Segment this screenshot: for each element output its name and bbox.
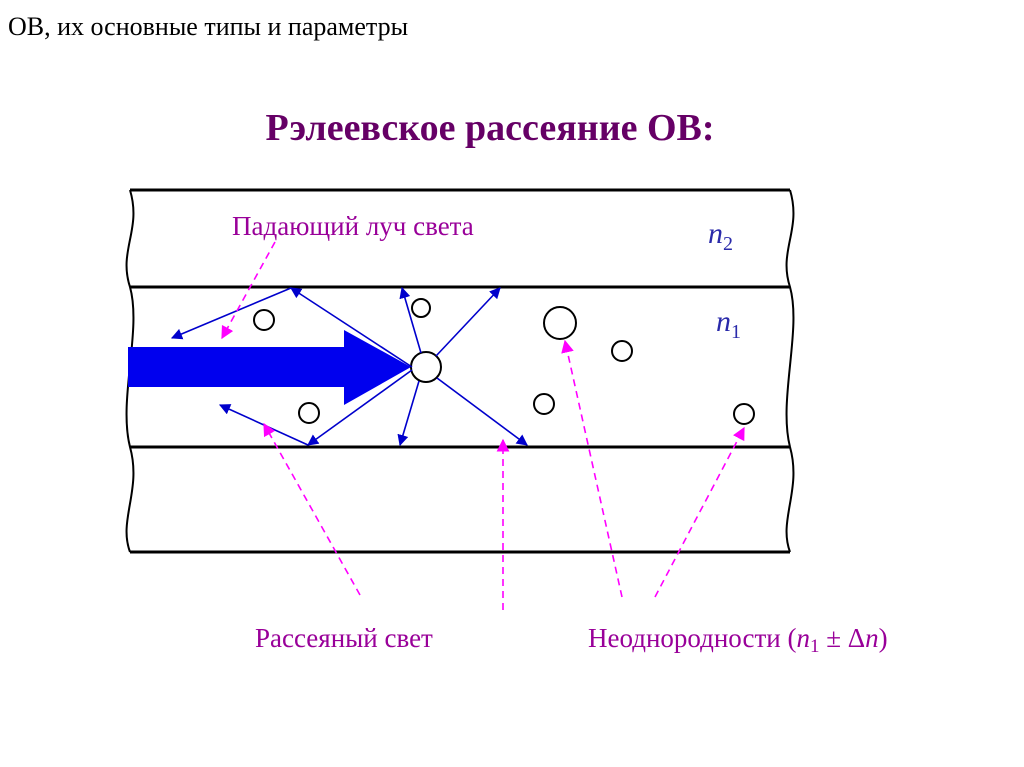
right-break-edge: [785, 189, 795, 553]
inhomogeneity: [733, 403, 755, 425]
pointer-lines: [221, 241, 745, 610]
fiber-outline: [130, 188, 790, 554]
cladding-index-label: n2: [708, 217, 733, 255]
inhomogeneity: [543, 306, 577, 340]
scattered-ray: [435, 287, 501, 357]
inhomogeneity: [253, 309, 275, 331]
inhomogeneity-pointer: [654, 426, 745, 598]
inhomogeneity: [298, 402, 320, 424]
slide-title: Рэлеевское рассеяние ОВ:: [265, 107, 715, 149]
scattered-pointer: [263, 422, 361, 596]
incident-pointer: [221, 241, 276, 340]
scattered-ray: [436, 377, 528, 446]
inhomogeneities-label: Неоднородности (n1 ± Δn): [588, 623, 888, 657]
inhomogeneity: [533, 393, 555, 415]
incident-ray-label: Падающий луч света: [232, 211, 474, 241]
scattered-ray: [307, 369, 413, 446]
incident-beam-arrow: [128, 330, 411, 405]
scattered-light-label: Рассеяный свет: [255, 623, 433, 653]
inhomogeneity: [410, 351, 442, 383]
scattered-ray: [397, 380, 420, 447]
inhomogeneity-pointer: [561, 339, 623, 598]
core-index-label: n1: [716, 305, 741, 343]
scattered-ray: [290, 287, 413, 368]
scattered-ray: [399, 286, 422, 354]
inhomogeneity: [611, 340, 633, 362]
scattered-rays: [170, 286, 528, 447]
inhomogeneity: [411, 298, 431, 318]
slide-header: ОВ, их основные типы и параметры: [8, 12, 409, 41]
scattered-ray: [170, 287, 292, 340]
